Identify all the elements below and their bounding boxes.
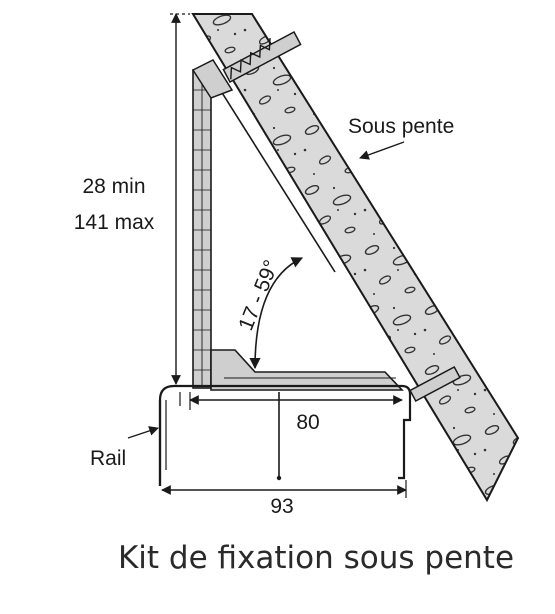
- rail-leader: [127, 426, 159, 439]
- horizontal-bracket: [210, 349, 404, 391]
- height-dimension: [170, 13, 190, 385]
- slope-slab: [191, 13, 520, 503]
- angle-arc: [249, 257, 304, 370]
- angle-label: 17 - 59°: [234, 257, 283, 334]
- rail-profile: [158, 384, 412, 486]
- diagram-caption: Kit de fixation sous pente: [118, 540, 514, 576]
- sous-pente-leader: [359, 141, 405, 160]
- height-min-label: 28 min: [82, 175, 145, 198]
- outer-width-dimension: [161, 480, 407, 498]
- inner-width-label: 80: [296, 411, 319, 434]
- top-screw-icon: [222, 31, 302, 83]
- slope-underside-line: [213, 79, 336, 273]
- rail-label: Rail: [90, 447, 126, 470]
- height-max-label: 141 max: [74, 211, 155, 234]
- inner-width-dimension: [189, 392, 403, 410]
- outer-width-label: 93: [270, 495, 293, 518]
- bottom-screw-icon: [409, 365, 461, 403]
- sous-pente-label: Sous pente: [348, 115, 454, 138]
- vertical-bracket: [191, 59, 234, 389]
